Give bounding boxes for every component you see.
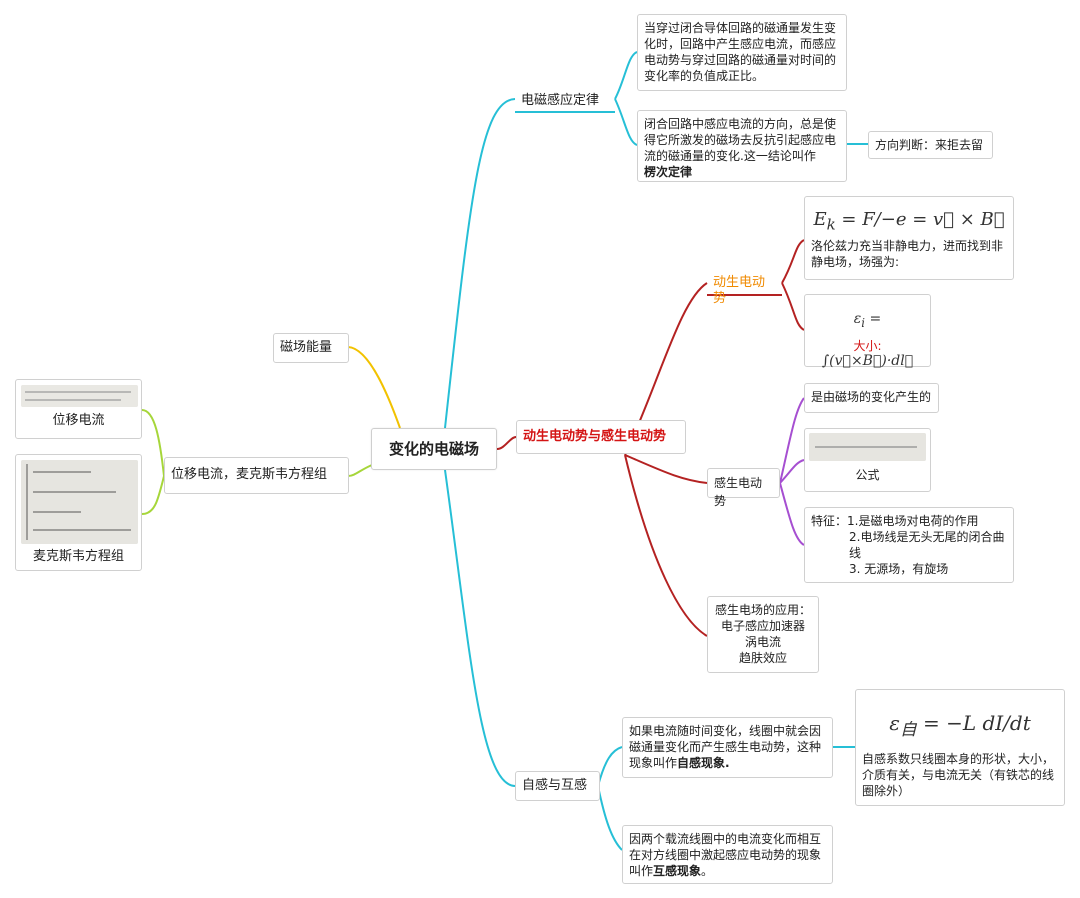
induced-formula-svg	[809, 433, 926, 461]
displacement-current-node[interactable]: 位移电流	[15, 379, 142, 439]
app-skin-effect: 趋肤效应	[738, 651, 787, 665]
self-induction-bold: 自感现象.	[677, 756, 730, 770]
em-induction-node[interactable]: 电磁感应定律	[515, 87, 615, 113]
motional-magnitude-node[interactable]: εi = ∫(v⃗×B⃗)·dl⃗ 大小:	[804, 294, 931, 369]
self-mutual-node[interactable]: 自感与互感	[515, 771, 600, 801]
self-emf-formula: ε自 = −L dI/dt	[889, 711, 1031, 739]
center-topic[interactable]: 变化的电磁场	[371, 428, 497, 470]
app-betatron: 电子感应加速器	[720, 619, 805, 633]
induced-features-node[interactable]: 特征：1.是磁电场对电荷的作用 2.电场线是无头无尾的闭合曲线 3. 无源场，有…	[804, 507, 1014, 583]
induced-emf-node[interactable]: 感生电动势	[707, 468, 780, 508]
feature-2: 2.电场线是无头无尾的闭合曲线	[849, 530, 1005, 560]
maxwell-equations-label: 麦克斯韦方程组	[32, 549, 124, 564]
self-coefficient-node[interactable]: ε自 = −L dI/dt 自感系数只线圈本身的形状，大小，介质有关，与电流无关…	[855, 689, 1065, 806]
feature-3: 3. 无源场，有旋场	[849, 562, 949, 576]
lenz-law-text: 闭合回路中感应电流的方向，总是使得它所激发的磁场去反抗引起感应电流的磁通量的变化…	[644, 117, 837, 163]
lenz-law-bold: 楞次定律	[644, 165, 693, 179]
induced-formula-node[interactable]: 公式	[804, 428, 931, 492]
field-strength-formula: Ek = F/−e = v⃗ × B⃗	[813, 209, 1005, 234]
maxwell-equations-image	[21, 460, 138, 544]
magnitude-label: 大小:	[853, 339, 882, 353]
motional-emf-node[interactable]: 动生电动势	[707, 270, 782, 306]
feature-1: 特征：1.是磁电场对电荷的作用	[811, 514, 979, 528]
induced-formula-image	[809, 433, 926, 461]
displacement-current-formula-image	[21, 385, 138, 407]
formula-label: 公式	[855, 468, 880, 482]
motional-induced-emf-node[interactable]: 动生电动势与感生电动势	[516, 420, 686, 454]
direction-rule-node[interactable]: 方向判断：来拒去留	[868, 131, 993, 159]
faraday-law-text: 当穿过闭合导体回路的磁通量发生变化时，回路中产生感应电流，而感应电动势与穿过回路…	[637, 14, 847, 91]
displacement-current-label: 位移电流	[52, 413, 105, 428]
displacement-maxwell-node[interactable]: 位移电流，麦克斯韦方程组	[164, 457, 349, 494]
maxwell-equations-node[interactable]: 麦克斯韦方程组	[15, 454, 142, 571]
self-induction-text: 如果电流随时间变化，线圈中就会因磁通量变化而产生感生电动势，这种现象叫作	[629, 724, 822, 770]
applications-title: 感生电场的应用：	[714, 603, 811, 617]
self-coefficient-text: 自感系数只线圈本身的形状，大小，介质有关，与电流无关（有铁芯的线圈除外）	[862, 752, 1055, 798]
self-induction-node[interactable]: 如果电流随时间变化，线圈中就会因磁通量变化而产生感生电动势，这种现象叫作自感现象…	[622, 717, 833, 778]
magnetic-energy-node[interactable]: 磁场能量	[273, 333, 349, 363]
motional-emf-formula: εi = ∫(v⃗×B⃗)·dl⃗	[821, 311, 914, 369]
mutual-induction-text: 因两个载流线圈中的电流变化而相互在对方线圈中激起感应电动势的现象叫作	[629, 832, 822, 878]
lenz-law-node[interactable]: 闭合回路中感应电流的方向，总是使得它所激发的磁场去反抗引起感应电流的磁通量的变化…	[637, 110, 847, 182]
mutual-induction-node[interactable]: 因两个载流线圈中的电流变化而相互在对方线圈中激起感应电动势的现象叫作互感现象。	[622, 825, 833, 884]
app-eddy-current: 涡电流	[744, 635, 781, 649]
mutual-induction-bold: 互感现象	[653, 864, 702, 878]
displacement-current-image	[21, 385, 138, 407]
maxwell-formula-image	[21, 460, 138, 544]
mutual-induction-tail: 。	[701, 864, 714, 878]
lorentz-field-node[interactable]: Ek = F/−e = v⃗ × B⃗ 洛伦兹力充当非静电力，进而找到非静电场，…	[804, 196, 1014, 280]
induced-origin-node[interactable]: 是由磁场的变化产生的	[804, 383, 939, 413]
lorentz-text: 洛伦兹力充当非静电力，进而找到非静电场，场强为:	[811, 239, 1004, 269]
induced-applications-node[interactable]: 感生电场的应用： 电子感应加速器 涡电流 趋肤效应	[707, 596, 819, 673]
